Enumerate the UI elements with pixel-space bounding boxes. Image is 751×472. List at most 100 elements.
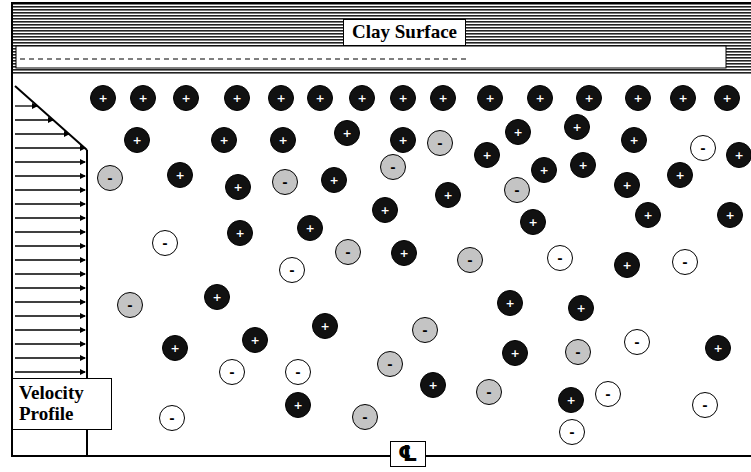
ion-charge: - bbox=[127, 299, 132, 312]
ion-charge: + bbox=[505, 298, 514, 309]
ion-charge: + bbox=[485, 93, 494, 104]
ion-charge: - bbox=[467, 254, 472, 267]
ion-circle: + bbox=[474, 142, 500, 168]
ion-circle: + bbox=[477, 85, 503, 111]
ion-charge: - bbox=[437, 137, 442, 150]
ion-circle: + bbox=[568, 295, 594, 321]
ion-charge: + bbox=[622, 260, 631, 271]
ion-circle: + bbox=[558, 387, 584, 413]
ion-charge: - bbox=[345, 246, 350, 259]
ion-circle: + bbox=[285, 392, 311, 418]
ion-circle: - bbox=[504, 177, 530, 203]
ion-charge: + bbox=[572, 122, 581, 133]
ion-circle: - bbox=[279, 257, 305, 283]
ion-charge: - bbox=[390, 161, 395, 174]
ion-circle: + bbox=[670, 85, 696, 111]
frame bbox=[12, 3, 751, 456]
ion-circle: - bbox=[380, 154, 406, 180]
ion-charge: + bbox=[170, 343, 179, 354]
ion-circle: - bbox=[285, 359, 311, 385]
ion-charge: + bbox=[212, 292, 221, 303]
ion-circle: + bbox=[497, 290, 523, 316]
ion-circle: + bbox=[130, 85, 156, 111]
ion-circle: - bbox=[159, 405, 185, 431]
ion-charge: - bbox=[575, 346, 580, 359]
ion-charge: + bbox=[513, 127, 522, 138]
ion-circle: + bbox=[349, 85, 375, 111]
ion-circle: + bbox=[224, 85, 250, 111]
ion-charge: - bbox=[514, 184, 519, 197]
ion-circle: - bbox=[457, 247, 483, 273]
ion-charge: + bbox=[132, 135, 141, 146]
ion-charge: + bbox=[443, 190, 452, 201]
ion-circle: - bbox=[692, 392, 718, 418]
ion-charge: + bbox=[535, 93, 544, 104]
ion-circle: - bbox=[559, 419, 585, 445]
ion-charge: + bbox=[725, 210, 734, 221]
ion-circle: + bbox=[334, 120, 360, 146]
label-text: Velocity Profile bbox=[19, 383, 105, 425]
ion-charge: + bbox=[622, 180, 631, 191]
ion-circle: - bbox=[272, 169, 298, 195]
ion-charge: + bbox=[713, 343, 722, 354]
ion-charge: + bbox=[576, 303, 585, 314]
ion-charge: + bbox=[315, 93, 324, 104]
ion-charge: - bbox=[486, 386, 491, 399]
ion-charge: + bbox=[276, 93, 285, 104]
ion-charge: - bbox=[605, 388, 610, 401]
ion-circle: + bbox=[372, 197, 398, 223]
ion-charge: + bbox=[398, 93, 407, 104]
ion-charge: - bbox=[682, 256, 687, 269]
ion-charge: + bbox=[305, 223, 314, 234]
ion-charge: + bbox=[428, 380, 437, 391]
ion-charge: + bbox=[175, 170, 184, 181]
ion-charge: + bbox=[181, 93, 190, 104]
label-box: Velocity Profile bbox=[12, 378, 112, 430]
ion-circle: + bbox=[625, 85, 651, 111]
ion-circle: + bbox=[420, 372, 446, 398]
ion-circle: + bbox=[270, 127, 296, 153]
ion-charge: - bbox=[107, 172, 112, 185]
ion-circle: + bbox=[90, 85, 116, 111]
ion-charge: + bbox=[643, 210, 652, 221]
ion-circle: + bbox=[321, 167, 347, 193]
ion-charge: + bbox=[539, 165, 548, 176]
ion-charge: + bbox=[734, 150, 743, 161]
ion-circle: + bbox=[505, 119, 531, 145]
ion-circle: + bbox=[621, 127, 647, 153]
ion-charge: + bbox=[219, 135, 228, 146]
ion-charge: + bbox=[399, 248, 408, 259]
ion-charge: + bbox=[722, 93, 731, 104]
ion-charge: + bbox=[578, 160, 587, 171]
ion-circle: + bbox=[430, 85, 456, 111]
clay-layer bbox=[12, 3, 751, 75]
ion-charge: + bbox=[329, 175, 338, 186]
ion-circle: + bbox=[705, 335, 731, 361]
ion-circle: + bbox=[211, 127, 237, 153]
ion-circle: + bbox=[391, 240, 417, 266]
ion-circle: - bbox=[219, 359, 245, 385]
ion-charge: + bbox=[293, 400, 302, 411]
ion-charge: - bbox=[162, 237, 167, 250]
ion-charge: + bbox=[342, 128, 351, 139]
ion-charge: + bbox=[528, 217, 537, 228]
ion-charge: + bbox=[138, 93, 147, 104]
ion-charge: - bbox=[289, 264, 294, 277]
ion-circle: + bbox=[520, 209, 546, 235]
ion-circle: - bbox=[335, 239, 361, 265]
ion-charge: + bbox=[482, 150, 491, 161]
ion-circle: + bbox=[167, 162, 193, 188]
ion-charge: + bbox=[633, 93, 642, 104]
ion-circle: - bbox=[117, 292, 143, 318]
ion-charge: + bbox=[510, 348, 519, 359]
ion-circle: + bbox=[173, 85, 199, 111]
ion-charge: + bbox=[675, 170, 684, 181]
ion-charge: - bbox=[229, 366, 234, 379]
ion-circle: + bbox=[312, 313, 338, 339]
ion-charge: + bbox=[629, 135, 638, 146]
ion-circle: + bbox=[162, 335, 188, 361]
ion-charge: - bbox=[295, 366, 300, 379]
ion-circle: - bbox=[672, 249, 698, 275]
ion-circle: + bbox=[227, 220, 253, 246]
